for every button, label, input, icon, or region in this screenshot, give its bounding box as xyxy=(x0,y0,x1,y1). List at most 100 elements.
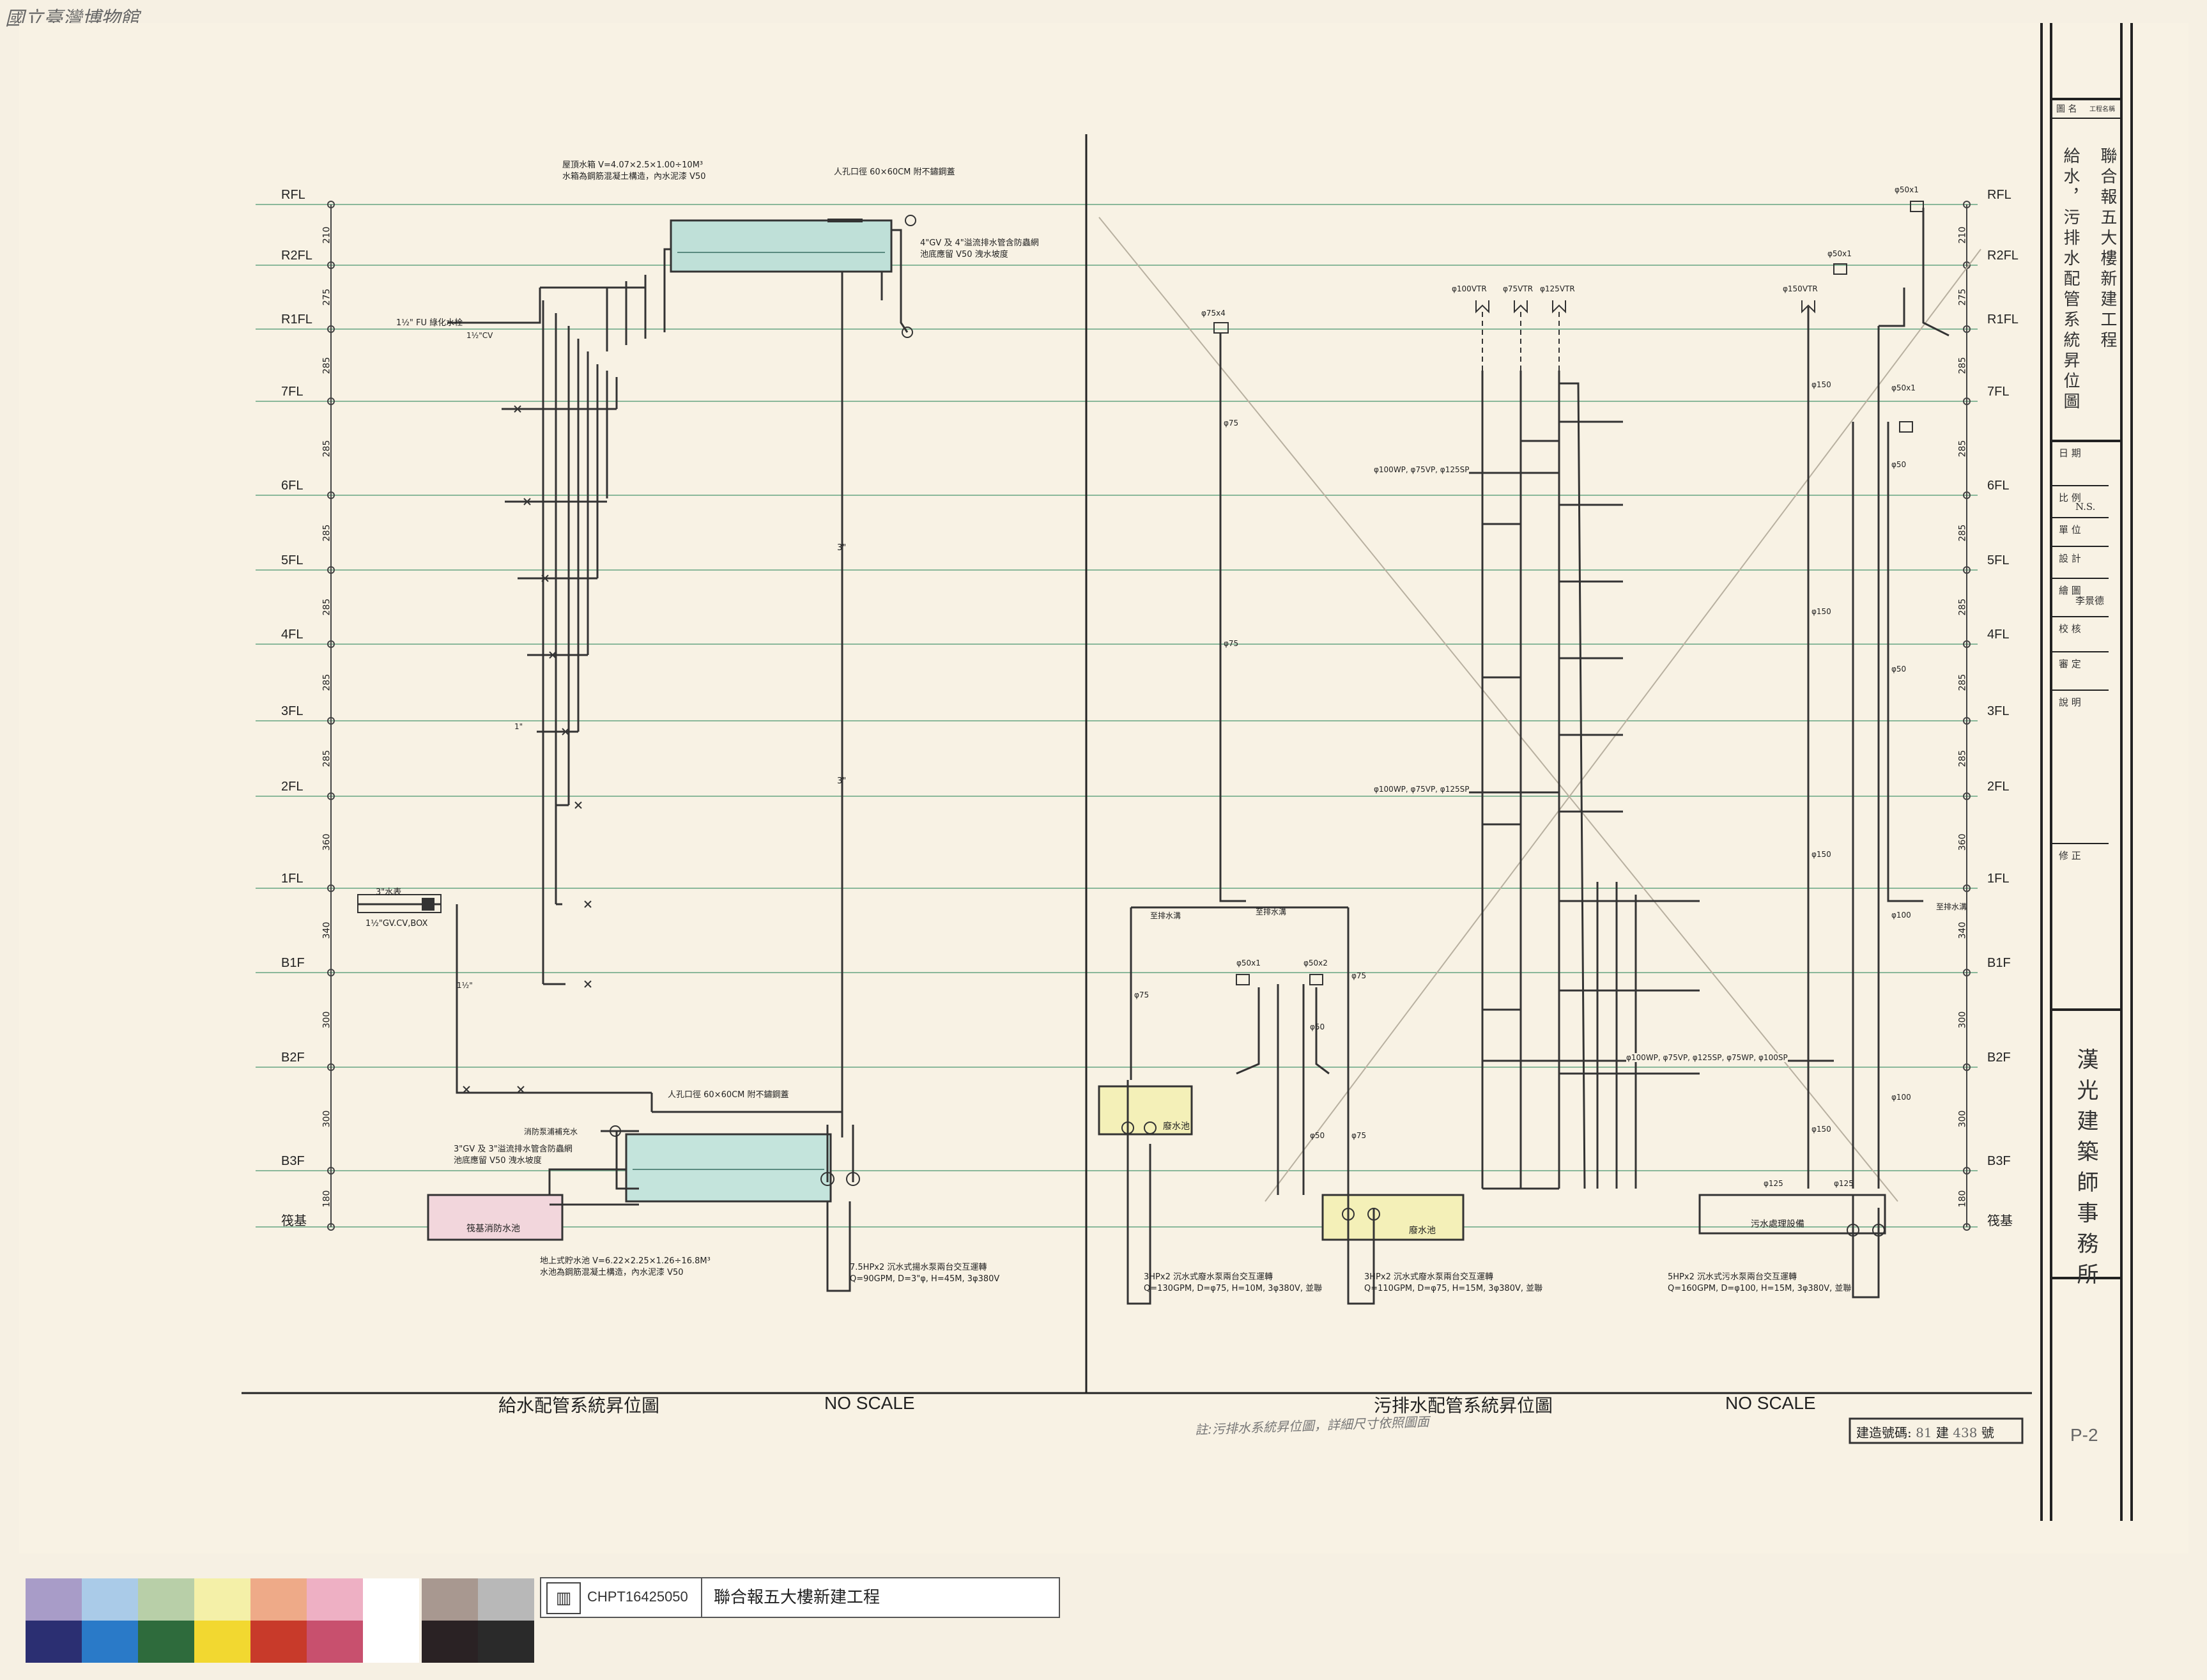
floor-height: 300 xyxy=(1957,1011,1968,1029)
floor-label: 7FL xyxy=(1987,385,2010,399)
floor-label: B2F xyxy=(1987,1051,2011,1065)
cap-50x1-a: φ50x1 xyxy=(1827,249,1852,258)
riser-tag-2: φ100WP, φ75VP, φ125SP xyxy=(1374,785,1470,794)
water-supply-title: 給水配管系統昇位圖 xyxy=(498,1395,660,1416)
floor-height: 300 xyxy=(1957,1110,1968,1128)
floor-height: 360 xyxy=(321,833,332,851)
floor-height: 285 xyxy=(321,440,332,457)
phi75-label-d: φ75 xyxy=(1351,971,1367,980)
floor-height: 275 xyxy=(1957,288,1968,306)
tb-drawing-name: 給水，污排水配管系統昇位圖 xyxy=(2061,147,2080,413)
color-swatch xyxy=(194,1578,250,1621)
cap-50x1-c: φ50x1 xyxy=(1891,383,1916,392)
tb-project-label: 工程名稱 xyxy=(2089,106,2115,113)
color-swatch xyxy=(307,1578,363,1621)
phi125-label-a: φ125 xyxy=(1764,1179,1783,1188)
cap-75x4: φ75x4 xyxy=(1201,309,1226,318)
waste-pit-2-label: 廢水池 xyxy=(1409,1226,1436,1236)
permit-number: 建造號碼: 81 建 438 號 xyxy=(1856,1425,1994,1440)
roof-tank-note: 屋頂水箱 V=4.07×2.5×1.00÷10M³ 水箱為鋼筋混凝土構造，內水泥… xyxy=(562,160,706,181)
phi50-label-b: φ50 xyxy=(1310,1131,1325,1140)
drainage-handwritten-note: 註:污排水系統昇位圖，詳細尺寸依照圖面 xyxy=(1194,1414,1430,1438)
floor-label: R2FL xyxy=(281,249,312,263)
riser-tag-3: φ100WP, φ75VP, φ125SP, φ75WP, φ100SP xyxy=(1626,1053,1788,1062)
color-swatch xyxy=(422,1621,478,1663)
floor-height: 285 xyxy=(1957,750,1968,767)
color-swatch xyxy=(363,1621,419,1663)
b2-manhole-note: 人孔口徑 60×60CM 附不鏽鋼蓋 xyxy=(668,1090,789,1100)
floor-label: RFL xyxy=(1987,188,2011,202)
color-swatch xyxy=(26,1621,82,1663)
floor-height: 360 xyxy=(1957,833,1968,851)
water-pump-note: 7.5HPx2 沉水式揚水泵兩台交互運轉 Q=90GPM, D=3"φ, H=4… xyxy=(850,1263,1000,1284)
archive-label: ▥ CHPT16425050 聯合報五大樓新建工程 xyxy=(540,1577,1060,1618)
ground-tank-note: 地上式貯水池 V=6.22×2.25×1.26÷16.8M³ 水池為鋼筋混凝土構… xyxy=(540,1256,711,1277)
phi150-label-d: φ150 xyxy=(1811,1125,1831,1134)
cap-50x1-b: φ50x1 xyxy=(1895,185,1919,194)
fire-pool-label: 筏基消防水池 xyxy=(466,1224,520,1234)
floor-label: B3F xyxy=(1987,1154,2011,1168)
floor-label: 筏基 xyxy=(281,1214,307,1228)
tb-project-name: 聯合報五大樓新建工程 xyxy=(2098,147,2117,351)
color-swatch xyxy=(194,1621,250,1663)
floor-height: 285 xyxy=(321,750,332,767)
color-swatch xyxy=(82,1621,138,1663)
color-swatch xyxy=(26,1578,82,1621)
vtr-label-1: φ100VTR xyxy=(1452,284,1487,293)
floor-label: B1F xyxy=(1987,956,2011,970)
floor-label: R2FL xyxy=(1987,249,2019,263)
color-swatch xyxy=(422,1578,478,1621)
to-drain-c: 至排水溝 xyxy=(1936,902,1967,911)
cv-label: 1½"CV xyxy=(466,331,493,340)
waste-pit-1-label: 廢水池 xyxy=(1163,1121,1190,1132)
museum-logo-icon: ▥ xyxy=(546,1582,581,1614)
phi125-label-b: φ125 xyxy=(1834,1179,1854,1188)
floor-label: 筏基 xyxy=(1987,1214,2013,1228)
floor-label: 1FL xyxy=(1987,872,2010,886)
pump-b-note: 3HPx2 沉水式廢水泵兩台交互運轉 Q=110GPM, D=φ75, H=15… xyxy=(1364,1272,1543,1293)
pump-c-note: 5HPx2 沉水式污水泵兩台交互運轉 Q=160GPM, D=φ100, H=1… xyxy=(1668,1272,1852,1293)
floor-height: 210 xyxy=(1957,226,1968,243)
riser-tag-1: φ100WP, φ75VP, φ125SP xyxy=(1374,465,1470,474)
floor-height: 340 xyxy=(1957,921,1968,939)
floor-height: 300 xyxy=(321,1110,332,1128)
phi150-label-b: φ150 xyxy=(1811,607,1831,616)
tb-row-label: 繪 圖 xyxy=(2059,585,2081,596)
pump-a-note: 3HPx2 沉水式廢水泵兩台交互運轉 Q=130GPM, D=φ75, H=10… xyxy=(1144,1272,1323,1293)
phi50-label-a: φ50 xyxy=(1310,1022,1325,1031)
box-label: 1½"GV.CV,BOX xyxy=(365,919,428,929)
floor-height: 180 xyxy=(321,1190,332,1208)
color-swatch xyxy=(82,1578,138,1621)
floor-label: 3FL xyxy=(281,704,304,718)
tb-row-value: N.S. xyxy=(2075,501,2096,512)
floor-height: 285 xyxy=(1957,524,1968,541)
floor-label: 4FL xyxy=(1987,628,2010,642)
phi100-label-a: φ100 xyxy=(1891,911,1911,920)
tb-row-value: 李景德 xyxy=(2075,595,2105,606)
color-swatch xyxy=(250,1578,307,1621)
vtr-label-3: φ125VTR xyxy=(1540,284,1575,293)
floor-height: 300 xyxy=(321,1011,332,1029)
floor-height: 210 xyxy=(321,226,332,243)
floor-label: 6FL xyxy=(1987,479,2010,493)
b3-gv-note: 3"GV 及 3"溢流排水管含防蟲網 池底應留 V50 洩水坡度 xyxy=(454,1144,573,1166)
tb-sheet-no: P-2 xyxy=(2070,1425,2098,1445)
color-swatch xyxy=(363,1578,419,1621)
floor-height: 285 xyxy=(321,357,332,374)
color-swatch xyxy=(138,1621,194,1663)
floor-height: 285 xyxy=(1957,440,1968,457)
tb-row-label: 說 明 xyxy=(2059,697,2081,708)
floor-height: 285 xyxy=(1957,598,1968,616)
roof-gv-note: 4"GV 及 4"溢流排水管含防蟲網 池底應留 V50 洩水坡度 xyxy=(920,238,1039,259)
pipe-size-3in-b: 3" xyxy=(837,776,847,786)
floor-label: 6FL xyxy=(281,479,304,493)
floor-label: 5FL xyxy=(281,553,304,567)
annotation-layer: 屋頂水箱 V=4.07×2.5×1.00÷10M³ 水箱為鋼筋混凝土構造，內水泥… xyxy=(281,160,2019,1440)
floor-label: B2F xyxy=(281,1051,305,1065)
color-calibration-strip xyxy=(26,1578,1942,1674)
floor-label: 1FL xyxy=(281,872,304,886)
color-swatch xyxy=(478,1621,534,1663)
floor-label: 7FL xyxy=(281,385,304,399)
archive-title: 聯合報五大樓新建工程 xyxy=(701,1578,880,1617)
